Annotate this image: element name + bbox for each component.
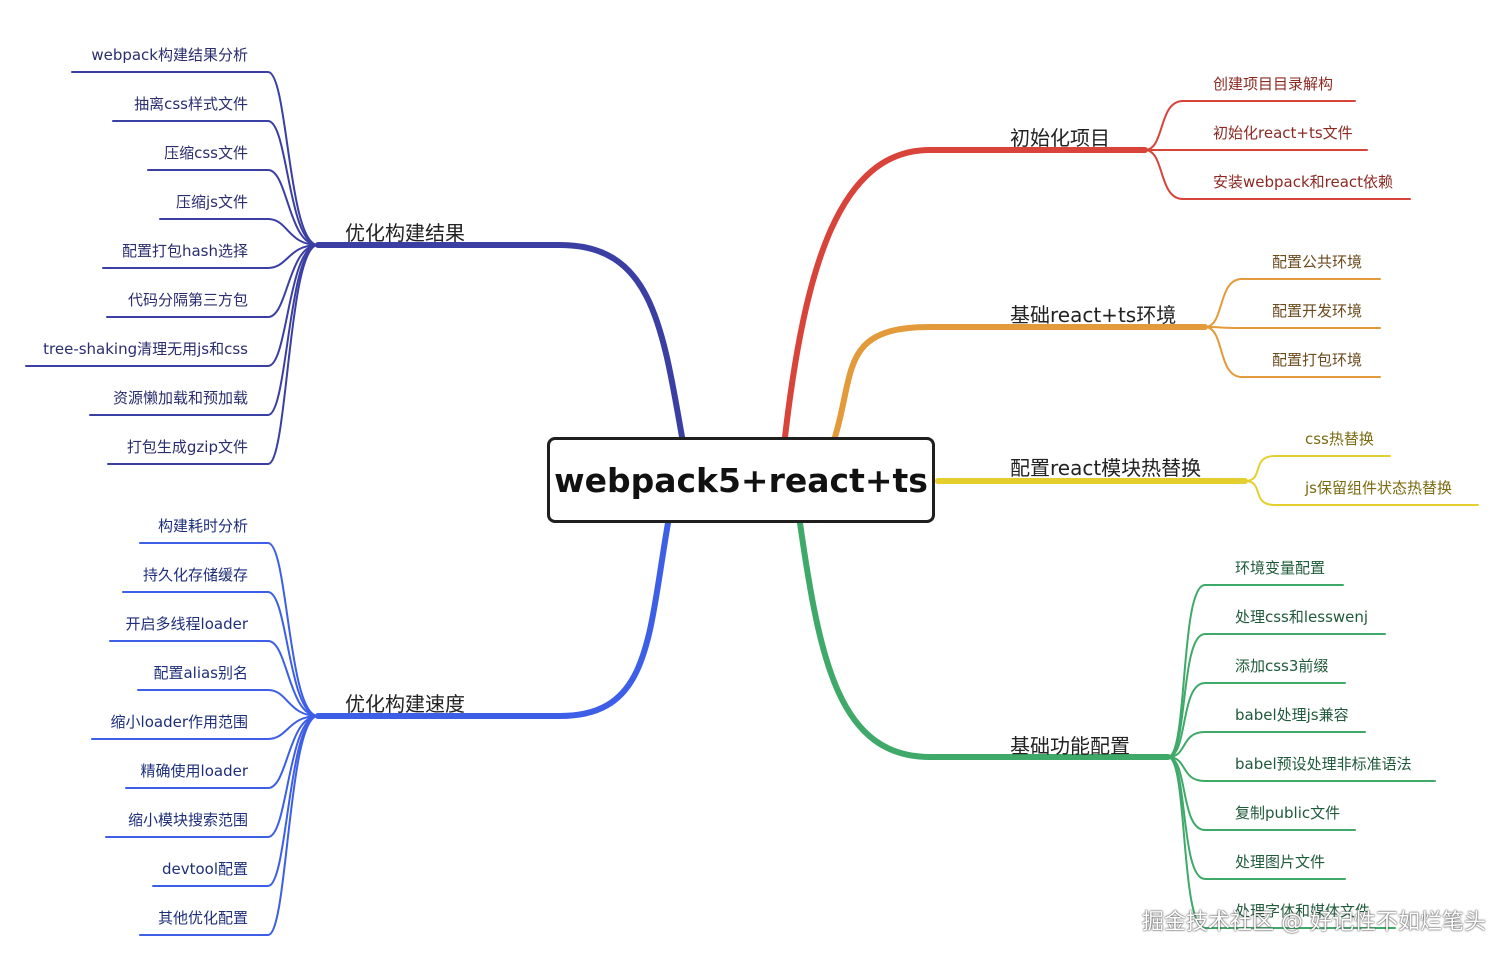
leaf-connector-hmr: [1244, 455, 1391, 482]
leaf-label-optimize-result[interactable]: 抽离css样式文件: [134, 95, 248, 113]
leaf-label-base-env[interactable]: 配置开发环境: [1272, 302, 1363, 320]
leaf-connector-optimize-speed: [109, 640, 319, 717]
leaf-label-optimize-result[interactable]: 资源懒加载和预加载: [112, 389, 248, 407]
root-node[interactable]: webpack5+react+ts: [547, 437, 935, 523]
leaf-label-init[interactable]: 初始化react+ts文件: [1213, 124, 1353, 142]
leaf-connector-init: [1144, 100, 1356, 151]
branch-label-optimize-result[interactable]: 优化构建结果: [345, 221, 465, 245]
leaf-label-optimize-speed[interactable]: 构建耗时分析: [157, 517, 248, 535]
leaf-connector-features: [1167, 756, 1436, 782]
leaf-label-optimize-result[interactable]: 打包生成gzip文件: [126, 438, 248, 456]
branch-label-optimize-speed[interactable]: 优化构建速度: [345, 692, 465, 716]
leaf-connector-optimize-result: [25, 244, 319, 367]
leaf-connector-optimize-speed: [122, 591, 319, 717]
leaf-label-optimize-speed[interactable]: 持久化存储缓存: [142, 566, 248, 584]
leaf-label-features[interactable]: 处理字体和媒体文件: [1235, 902, 1371, 920]
leaf-connector-optimize-speed: [152, 715, 319, 887]
leaf-connector-optimize-result: [89, 244, 319, 416]
branch-label-hmr[interactable]: 配置react模块热替换: [1010, 456, 1202, 480]
leaf-label-optimize-speed[interactable]: 配置alias别名: [153, 664, 248, 682]
leaf-label-features[interactable]: 处理css和lesswenj: [1235, 608, 1369, 626]
leaf-connector-hmr: [1244, 480, 1479, 506]
root-label: webpack5+react+ts: [554, 460, 928, 500]
leaf-connector-base-env: [1204, 326, 1381, 329]
leaf-connector-optimize-result: [107, 244, 319, 465]
leaf-label-hmr[interactable]: css热替换: [1305, 430, 1374, 448]
leaf-connector-optimize-speed: [105, 715, 319, 838]
leaf-connector-optimize-speed: [139, 542, 319, 717]
leaf-connector-base-env: [1204, 326, 1381, 378]
leaf-label-optimize-result[interactable]: webpack构建结果分析: [91, 46, 248, 64]
leaf-label-hmr[interactable]: js保留组件状态热替换: [1305, 479, 1452, 497]
branch-label-features[interactable]: 基础功能配置: [1010, 734, 1130, 758]
watermark: 掘金技术社区 @ 好记性不如烂笔头: [1142, 910, 1486, 935]
leaf-label-features[interactable]: babel预设处理非标准语法: [1235, 755, 1412, 773]
leaf-connector-optimize-speed: [91, 715, 319, 740]
leaf-label-features[interactable]: 环境变量配置: [1235, 559, 1326, 577]
leaf-label-init[interactable]: 安装webpack和react依赖: [1213, 173, 1394, 191]
leaf-label-optimize-speed[interactable]: 缩小loader作用范围: [110, 713, 248, 731]
leaf-label-init[interactable]: 创建项目目录解构: [1213, 75, 1334, 93]
branch-trunk-features: [797, 520, 1171, 760]
leaf-connector-optimize-result: [102, 244, 319, 269]
leaf-label-optimize-result[interactable]: 代码分隔第三方包: [127, 291, 248, 309]
leaf-label-base-env[interactable]: 配置打包环境: [1272, 351, 1363, 369]
leaf-label-optimize-result[interactable]: 配置打包hash选择: [121, 242, 248, 260]
branch-trunk-optimize-result: [315, 242, 685, 440]
leaf-label-optimize-speed[interactable]: 其他优化配置: [157, 909, 248, 927]
leaf-connector-features: [1167, 731, 1366, 758]
leaf-connector-optimize-result: [147, 169, 319, 246]
branch-trunk-optimize-speed: [315, 520, 671, 719]
leaf-label-optimize-result[interactable]: 压缩js文件: [176, 193, 248, 211]
leaf-label-optimize-speed[interactable]: 缩小模块搜索范围: [127, 811, 248, 829]
leaf-connector-optimize-result: [159, 218, 319, 246]
leaf-label-features[interactable]: babel处理js兼容: [1235, 706, 1349, 724]
leaf-label-optimize-speed[interactable]: 精确使用loader: [140, 762, 248, 780]
leaf-connector-optimize-result: [71, 71, 319, 246]
leaf-connector-init: [1144, 149, 1411, 200]
leaf-label-optimize-result[interactable]: tree-shaking清理无用js和css: [43, 340, 248, 358]
leaf-label-features[interactable]: 处理图片文件: [1235, 853, 1326, 871]
leaf-connector-features: [1167, 682, 1346, 758]
leaf-connector-base-env: [1204, 278, 1381, 328]
leaf-connector-features: [1167, 756, 1396, 929]
leaf-label-optimize-speed[interactable]: devtool配置: [161, 860, 248, 878]
leaf-connector-features: [1167, 633, 1386, 758]
leaf-label-optimize-speed[interactable]: 开启多线程loader: [125, 615, 248, 633]
branch-trunk-init: [782, 147, 1148, 440]
leaf-connector-optimize-result: [106, 244, 319, 318]
leaf-label-base-env[interactable]: 配置公共环境: [1272, 253, 1363, 271]
leaf-label-features[interactable]: 复制public文件: [1235, 804, 1341, 822]
branch-label-base-env[interactable]: 基础react+ts环境: [1010, 303, 1177, 327]
branch-label-init[interactable]: 初始化项目: [1010, 126, 1110, 150]
leaf-label-features[interactable]: 添加css3前缀: [1235, 657, 1329, 675]
leaf-connector-optimize-speed: [139, 715, 319, 936]
leaf-connector-optimize-result: [112, 120, 319, 246]
branch-trunk-base-env: [832, 324, 1208, 440]
leaf-connector-optimize-speed: [125, 715, 319, 789]
leaf-label-optimize-result[interactable]: 压缩css文件: [164, 144, 248, 162]
leaf-connector-optimize-speed: [137, 689, 319, 717]
